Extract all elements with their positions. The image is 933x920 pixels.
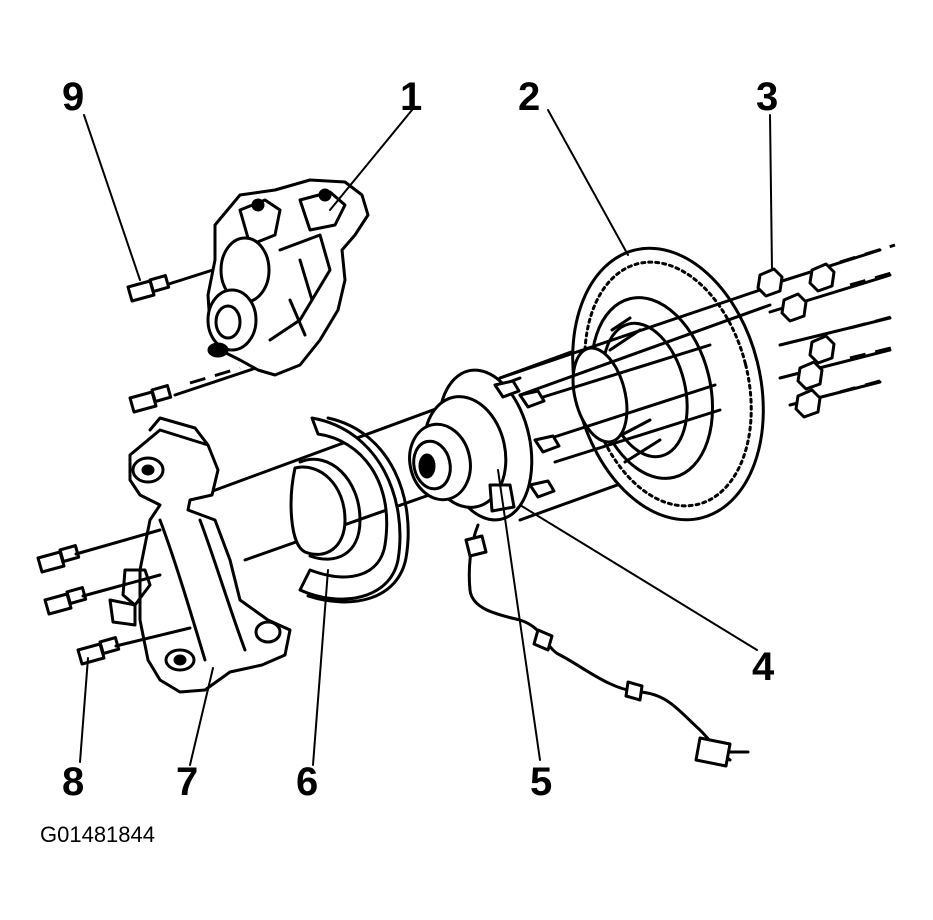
knuckle-bolts [36, 528, 192, 666]
callout-4: 4 [752, 645, 775, 689]
callout-5: 5 [530, 760, 552, 804]
callout-8: 8 [62, 760, 84, 804]
wheel-stud-guides [498, 288, 772, 464]
callout-7: 7 [176, 760, 198, 804]
caliper-bolts [126, 274, 241, 414]
callout-2: 2 [518, 75, 540, 119]
splash-shield [289, 416, 410, 604]
callout-1: 1 [400, 75, 422, 119]
callout-6: 6 [296, 760, 318, 804]
leader-lines [79, 109, 773, 766]
brake-caliper [206, 178, 370, 377]
wheel-speed-sensor-harness [464, 523, 750, 768]
figure-id: G01481844 [40, 822, 155, 847]
callout-3: 3 [756, 75, 778, 119]
callout-9: 9 [62, 75, 84, 119]
hub-bearing-assembly [408, 368, 561, 522]
steering-knuckle [108, 416, 292, 694]
lug-nuts [756, 243, 896, 419]
callout-labels: 1 2 3 4 5 6 7 8 9 [62, 75, 778, 804]
